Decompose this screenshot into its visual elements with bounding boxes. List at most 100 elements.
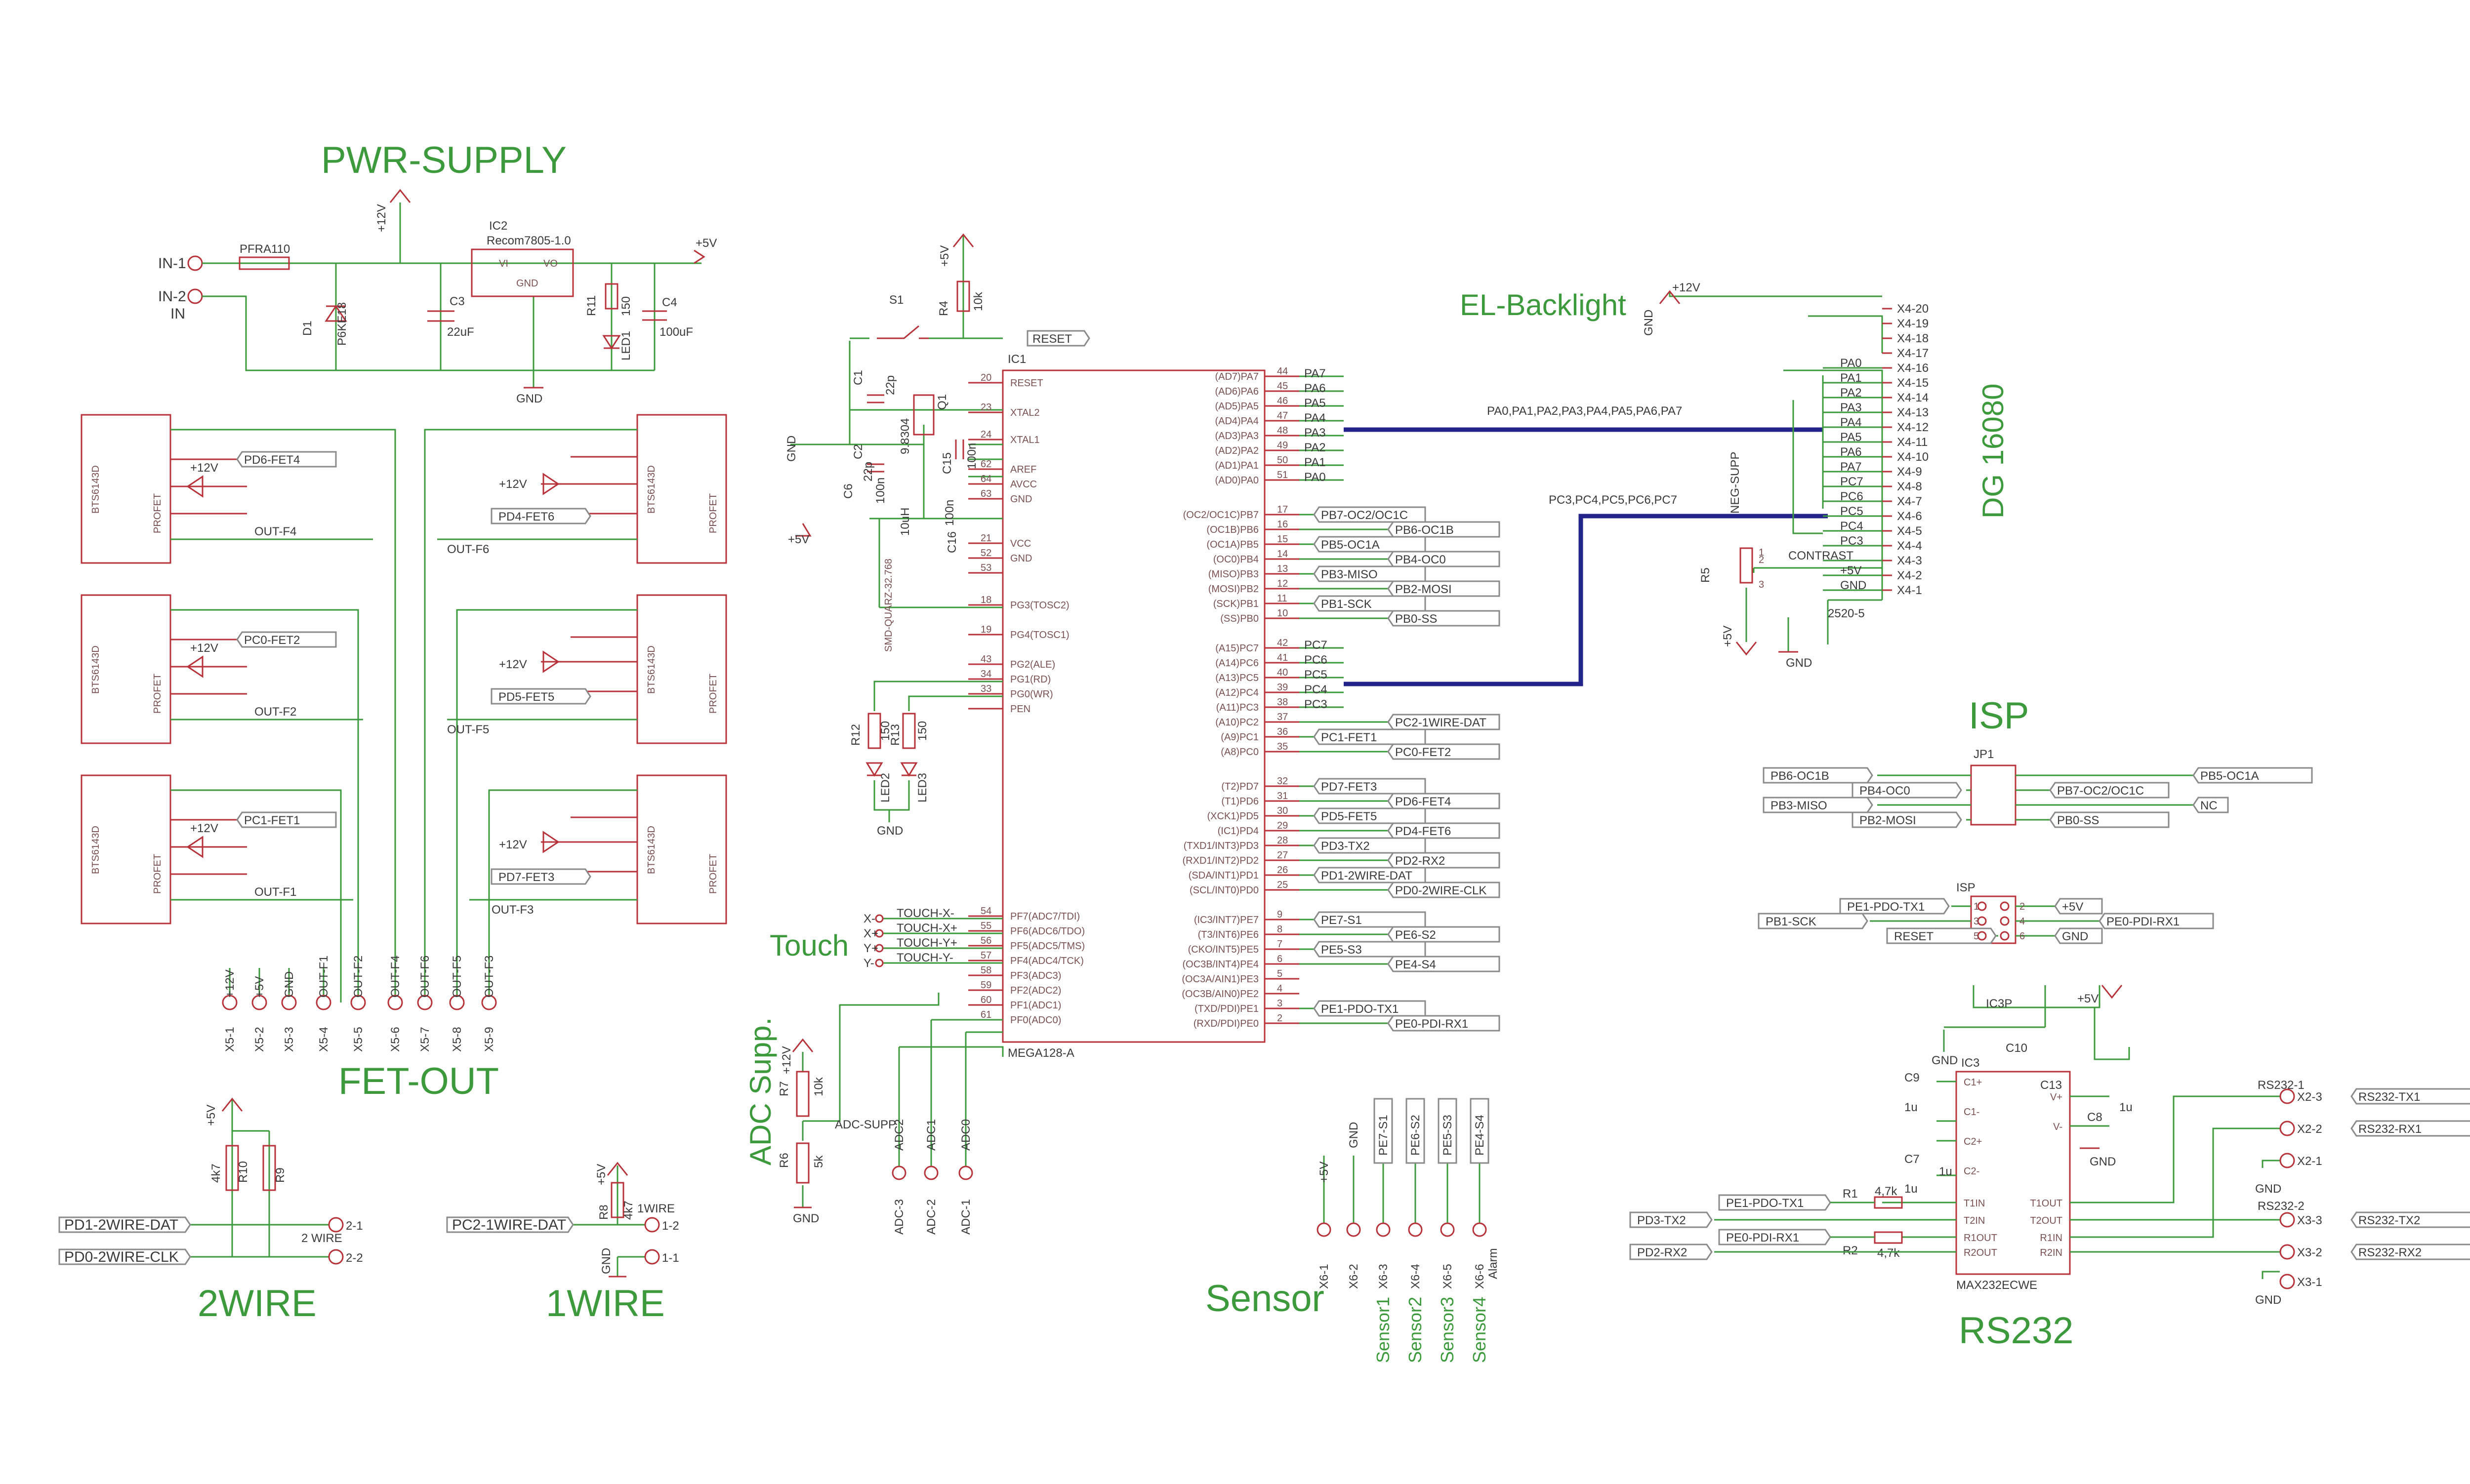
mcu-right-pin-num: 49 (1277, 440, 1288, 451)
x5-pin (387, 995, 403, 1010)
mcu-left-pin-num: 58 (981, 965, 991, 976)
tvs-diode (325, 305, 347, 322)
label-rs232-net2: RS232-2 (2258, 1200, 2305, 1213)
x4-pin-label: X4-18 (1897, 332, 1929, 345)
twowire-pin-2 (328, 1249, 344, 1265)
label-inductor-value: 10uH (899, 508, 912, 536)
mcu-right-pin-num: 26 (1277, 865, 1288, 876)
mcu-right-pin-num: 28 (1277, 835, 1288, 846)
x5-pin (481, 995, 497, 1010)
mcu-right-pin-num: 40 (1277, 667, 1288, 678)
fet-part-label: BTS6143D (90, 826, 101, 874)
bus-pc (1344, 514, 1828, 686)
mcu-right-pin-name: (A9)PC1 (1221, 732, 1259, 743)
label-led-gnd: GND (877, 824, 903, 838)
x5-connector: X5-1+12VX5-2+5VX5-3GNDX5-4OUT-F1X5-5OUT-… (222, 956, 497, 1052)
label-adc-gnd: GND (793, 1212, 819, 1225)
max232-left-pin: R1OUT (1964, 1233, 1997, 1243)
adc-net-label: ADC0 (959, 1119, 973, 1151)
rs232-rx1-tag (1718, 1229, 1831, 1245)
label-r5-5v: +5V (1721, 626, 1734, 647)
net-tag-2wire-clk (58, 1248, 191, 1265)
mcu-right-pin-num: 8 (1277, 924, 1282, 935)
section-title-1wire: 1WIRE (546, 1283, 665, 1324)
mcu-left-pin-name: AREF (1010, 464, 1036, 475)
max232-left-pin: T2IN (1964, 1215, 1985, 1226)
x2-pin (2279, 1121, 2295, 1136)
fet-part-label: BTS6143D (90, 645, 101, 694)
mcu-right-pin-name: (AD2)PA2 (1215, 445, 1259, 456)
label-s1: S1 (889, 293, 904, 307)
mcu-left-pin-name: RESET (1010, 378, 1043, 389)
adc-pin-label: ADC-2 (925, 1199, 938, 1235)
mcu-left-pin-name: PG1(RD) (1010, 674, 1051, 685)
mcu-net-tag-label: PB7-OC2/OC1C (1321, 509, 1408, 522)
adc-pin-label: ADC-1 (959, 1199, 973, 1235)
label-in-1: IN-1 (158, 255, 186, 272)
label-ic3-part: MAX232ECWE (1956, 1279, 2037, 1292)
label-r5-pin3: 3 (1759, 579, 1764, 590)
label-r12: R12 (849, 724, 863, 746)
jp1-right-tag-label: NC (2200, 799, 2218, 812)
x5-net-label: OUT-F6 (418, 956, 432, 998)
mcu-right-pin-name: (RXD1/INT2)PD2 (1183, 855, 1259, 866)
mcu-right-pin-name: (AD7)PA7 (1215, 371, 1259, 382)
label-regulator-gnd: GND (516, 278, 538, 289)
x2-pin (2279, 1088, 2295, 1104)
mcu-net-tag (1387, 1015, 1500, 1032)
label-mcu-5v: +5V (788, 533, 809, 546)
x4-net-label: PA2 (1840, 386, 1862, 400)
isp-left-tag (1839, 898, 1950, 915)
label-fuse: PFRA110 (240, 242, 290, 256)
x5-pin-label: X5-1 (223, 1027, 237, 1052)
sensor-name-label: Sensor2 (1405, 1297, 1425, 1363)
label-c7: C7 (1904, 1153, 1920, 1166)
label-x2-gnd: GND (2255, 1182, 2281, 1196)
mcu-bus-net: PC4 (1304, 683, 1327, 696)
x5-pin-label: X5-7 (418, 1027, 432, 1052)
mcu-bus-net: PA7 (1304, 367, 1326, 380)
x2-pin-label: X2-2 (2297, 1123, 2322, 1136)
mcu-right-pin-name: (AD5)PA5 (1215, 401, 1259, 412)
label-c3-value: 22uF (447, 325, 474, 339)
mcu-right-pin-name: (OC3A/AIN1)PE3 (1182, 974, 1259, 985)
mcu-right-pin-num: 25 (1277, 880, 1288, 890)
x4-pin-label: X4-3 (1897, 554, 1922, 567)
mcu-left-pin-num: 64 (981, 474, 991, 484)
profet-fet6 (636, 414, 727, 564)
sensor-pin-label: X6-3 (1377, 1264, 1390, 1289)
onewire-pin-1 (644, 1249, 660, 1265)
net-tag-reset (1027, 330, 1090, 347)
label-r9: R9 (274, 1167, 287, 1183)
sensor-name-label: Sensor1 (1373, 1297, 1393, 1363)
twowire-pin-1 (328, 1217, 344, 1233)
label-1wire-gnd: GND (600, 1248, 613, 1274)
mcu-right-pin-num: 29 (1277, 820, 1288, 831)
jp1-right-tag (2192, 767, 2313, 784)
max232-right-pin: R2IN (2040, 1247, 2062, 1258)
mcu-right-pin-name: (AD0)PA0 (1215, 475, 1259, 486)
label-led3: LED3 (916, 773, 929, 802)
mcu-net-tag (1313, 565, 1426, 582)
display-block: +12V GND NEG-SUPP R5 1 2 3 +5V 2520-5 GN… (1642, 281, 1883, 670)
mcu-left-pin-name: XTAL1 (1010, 435, 1040, 445)
label-c3: C3 (450, 295, 465, 308)
rs232-tx2-tag-label: PD3-TX2 (1637, 1214, 1686, 1227)
mcu-bus-net: PA4 (1304, 411, 1326, 425)
mcu-left-pin-name: PG2(ALE) (1010, 659, 1055, 670)
sensor-pin-label: X6-1 (1317, 1264, 1331, 1289)
x4-pin-label: X4-19 (1897, 317, 1929, 330)
x5-pin (350, 995, 366, 1010)
mcu-left-pin-num: 59 (981, 980, 991, 991)
mcu-right-pin-num: 7 (1277, 939, 1282, 950)
touch-net-label: TOUCH-X+ (897, 922, 957, 935)
mcu-right-pin-num: 32 (1277, 776, 1288, 787)
mcu-right-pin-num: 12 (1277, 578, 1288, 589)
resistor-r7 (796, 1071, 810, 1117)
x5-pin-label: X5-6 (389, 1027, 402, 1052)
mcu-net-tag-label: PC0-FET2 (1395, 746, 1451, 759)
rs232-block: IC3 MAX232ECWE IC3P C13 C8 C9 C7 C10 1u … (1843, 985, 2305, 1307)
x3-pin-label: X3-1 (2297, 1276, 2322, 1289)
